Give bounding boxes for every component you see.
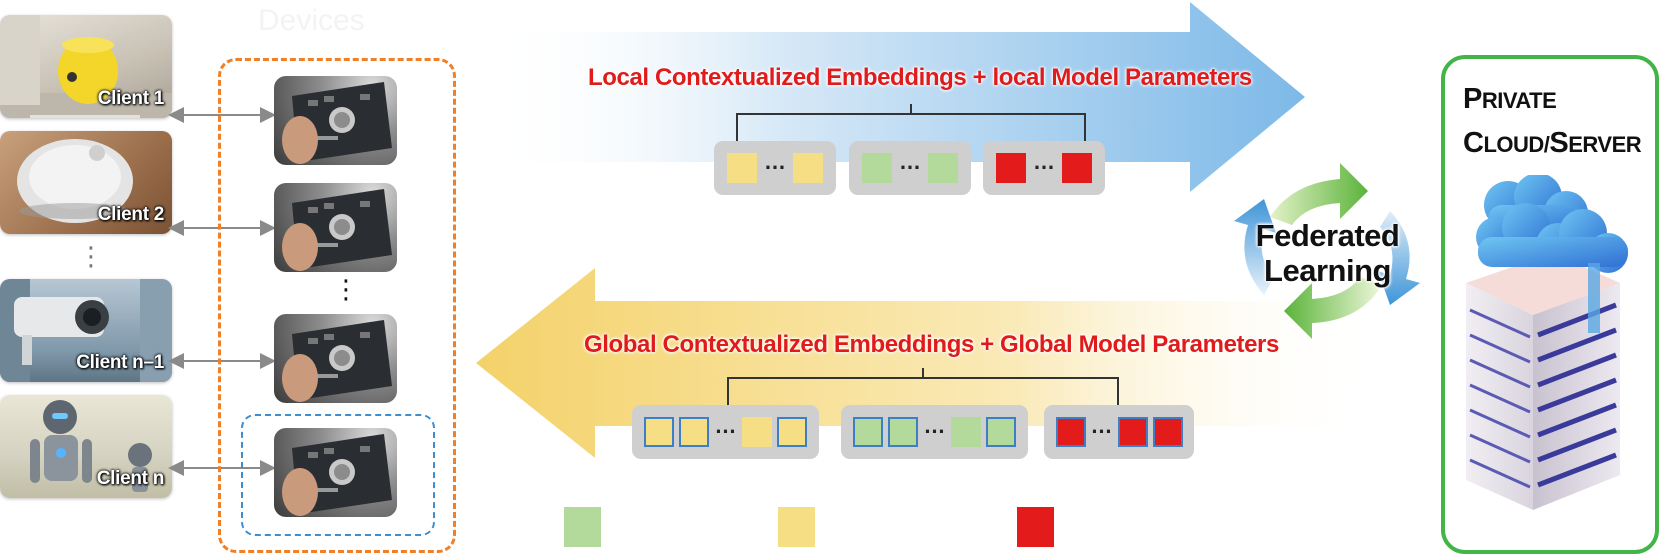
upload-bracket <box>736 104 1086 142</box>
red-vector <box>1062 153 1093 183</box>
chip-board-icon <box>282 434 392 516</box>
humanoid-robot-icon <box>30 400 152 492</box>
device-group-box <box>218 58 456 553</box>
server-title-rest3: ERVER <box>1568 132 1642 157</box>
global-embedding-group-green: … <box>841 405 1028 459</box>
device-box-title: Devices <box>258 4 365 37</box>
yellow-vector <box>679 417 710 447</box>
yellow-vector <box>726 153 757 183</box>
federated-cycle-icon <box>1234 163 1420 339</box>
edge-device-chip-n <box>274 428 397 517</box>
client-n-card: Client n <box>0 395 172 498</box>
chip-board-icon <box>282 82 392 164</box>
chip-board-icon <box>282 189 392 271</box>
green-vector <box>852 417 883 447</box>
server-title: PRIVATE CLOUD/SERVER <box>1463 78 1642 166</box>
legend-swatch-green <box>564 507 601 547</box>
chip-board-icon <box>282 320 392 402</box>
red-vector <box>1152 417 1183 447</box>
client-device-connectors <box>168 107 276 476</box>
edge-device-chip-n-1 <box>274 314 397 403</box>
legend-swatch-yellow <box>778 507 815 547</box>
legend-swatch-red <box>1017 507 1054 547</box>
global-embedding-group-red: … <box>1044 405 1194 459</box>
edge-device-chip-1 <box>274 76 397 165</box>
green-vector <box>986 417 1017 447</box>
green-vector <box>928 153 959 183</box>
devices-vertical-ellipsis: ⋮ <box>333 274 359 304</box>
download-label: Global Contextualized Embeddings + Globa… <box>584 331 1279 358</box>
red-vector <box>1117 417 1148 447</box>
robot-vacuum-icon <box>17 139 133 223</box>
red-vector <box>1055 417 1086 447</box>
clients-vertical-ellipsis: ⋮ <box>78 241 104 271</box>
client-n-label: Client n <box>96 468 165 489</box>
ellipsis: … <box>898 149 921 174</box>
yellow-vector <box>643 417 674 447</box>
server-title-cap2: C <box>1463 127 1484 159</box>
client-1-label: Client 1 <box>97 88 165 109</box>
green-vector <box>888 417 919 447</box>
download-bracket <box>727 368 1119 410</box>
green-vector <box>861 153 892 183</box>
client-2-card: Client 2 <box>0 131 172 234</box>
federated-label-line1: Federated <box>1255 218 1400 253</box>
red-vector <box>995 153 1026 183</box>
robot-cart-icon <box>0 15 172 118</box>
client-n-1-card: Client n–1 <box>0 279 172 382</box>
yellow-vector <box>793 153 824 183</box>
local-embedding-group-green: … <box>849 141 971 195</box>
server-title-rest2: LOUD/ <box>1483 132 1550 157</box>
federated-learning-label: Federated Learning <box>1240 218 1415 288</box>
yellow-vector <box>741 417 772 447</box>
ellipsis: … <box>714 413 737 438</box>
ellipsis: … <box>763 149 786 174</box>
selected-device-box <box>241 414 435 536</box>
server-title-rest1: RIVATE <box>1481 88 1557 113</box>
security-camera-icon <box>0 279 172 382</box>
server-title-cap1: P <box>1463 83 1482 115</box>
client-n-1-label: Client n–1 <box>76 352 164 373</box>
federated-label-line2: Learning <box>1264 253 1391 288</box>
local-embedding-group-red: … <box>983 141 1105 195</box>
client-1-card: Client 1 <box>0 15 172 118</box>
server-title-cap3: S <box>1549 127 1569 159</box>
green-vector <box>950 417 981 447</box>
cloud-server-icon <box>1466 175 1628 510</box>
client-2-label: Client 2 <box>97 204 165 225</box>
global-embedding-group-yellow: … <box>632 405 819 459</box>
upload-label: Local Contextualized Embeddings + local … <box>588 64 1252 91</box>
ellipsis: … <box>1090 413 1113 438</box>
local-embedding-group-yellow: … <box>714 141 836 195</box>
yellow-vector <box>777 417 808 447</box>
edge-device-chip-2 <box>274 183 397 272</box>
ellipsis: … <box>923 413 946 438</box>
ellipsis: … <box>1032 149 1055 174</box>
